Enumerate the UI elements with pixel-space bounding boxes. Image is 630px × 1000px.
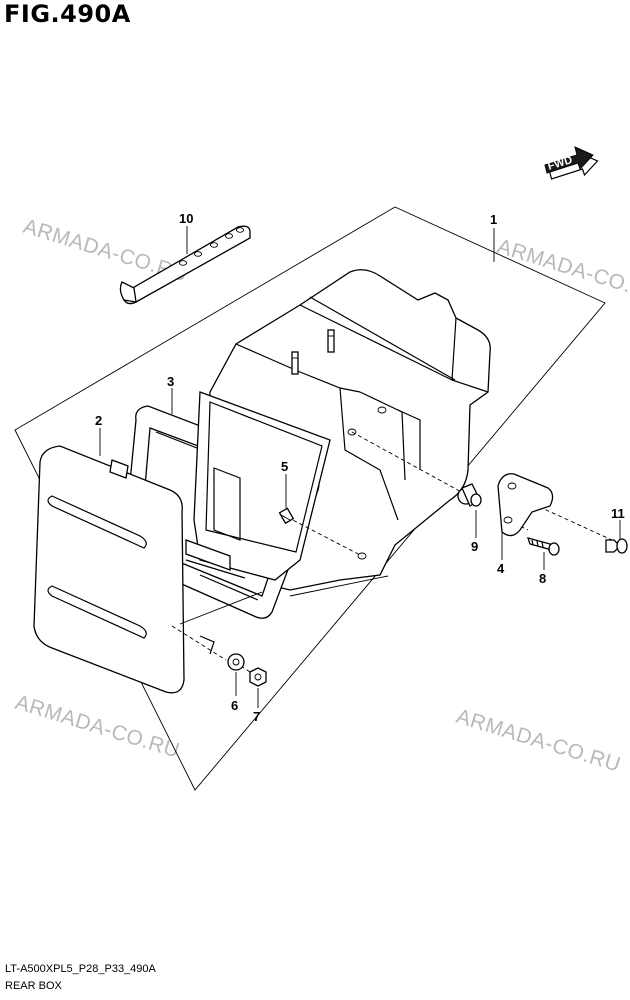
figure-title: FIG.490A bbox=[4, 0, 131, 28]
box-rim bbox=[185, 391, 331, 601]
part-10-strap bbox=[119, 225, 251, 305]
part-6-washer bbox=[227, 653, 245, 671]
watermark-5: ARMADA-CO.RU bbox=[454, 705, 624, 777]
fwd-direction-badge: FWD bbox=[544, 146, 599, 180]
label-part-2: 2 bbox=[95, 413, 102, 428]
watermark-4: ARMADA-CO.RU bbox=[13, 691, 183, 763]
label-part-9: 9 bbox=[471, 539, 478, 554]
label-part-4: 4 bbox=[497, 561, 505, 576]
label-part-10: 10 bbox=[179, 211, 193, 226]
part-8-bolt bbox=[526, 537, 560, 556]
figure-name: REAR BOX bbox=[5, 980, 62, 992]
label-part-11: 11 bbox=[611, 506, 625, 521]
label-part-3: 3 bbox=[167, 374, 174, 389]
label-part-8: 8 bbox=[539, 571, 546, 586]
label-part-7: 7 bbox=[253, 709, 260, 724]
part-11-bolt bbox=[605, 538, 628, 554]
label-part-1: 1 bbox=[490, 212, 497, 227]
part-4-plate bbox=[497, 473, 554, 537]
label-leaders bbox=[99, 226, 621, 708]
watermark-2: ARMADA-CO.RU bbox=[495, 235, 630, 307]
assembly-outline bbox=[14, 206, 606, 791]
part-2-lid bbox=[33, 445, 231, 694]
part-9-grommet bbox=[457, 483, 482, 507]
label-part-5: 5 bbox=[281, 459, 288, 474]
figure-code: LT-A500XPL5_P28_P33_490A bbox=[5, 963, 156, 975]
part-7-nut bbox=[249, 667, 267, 687]
part-labels: 1 10 3 2 5 9 4 8 11 6 7 bbox=[95, 211, 625, 724]
part-5-bolt bbox=[278, 507, 295, 525]
label-part-6: 6 bbox=[231, 698, 238, 713]
